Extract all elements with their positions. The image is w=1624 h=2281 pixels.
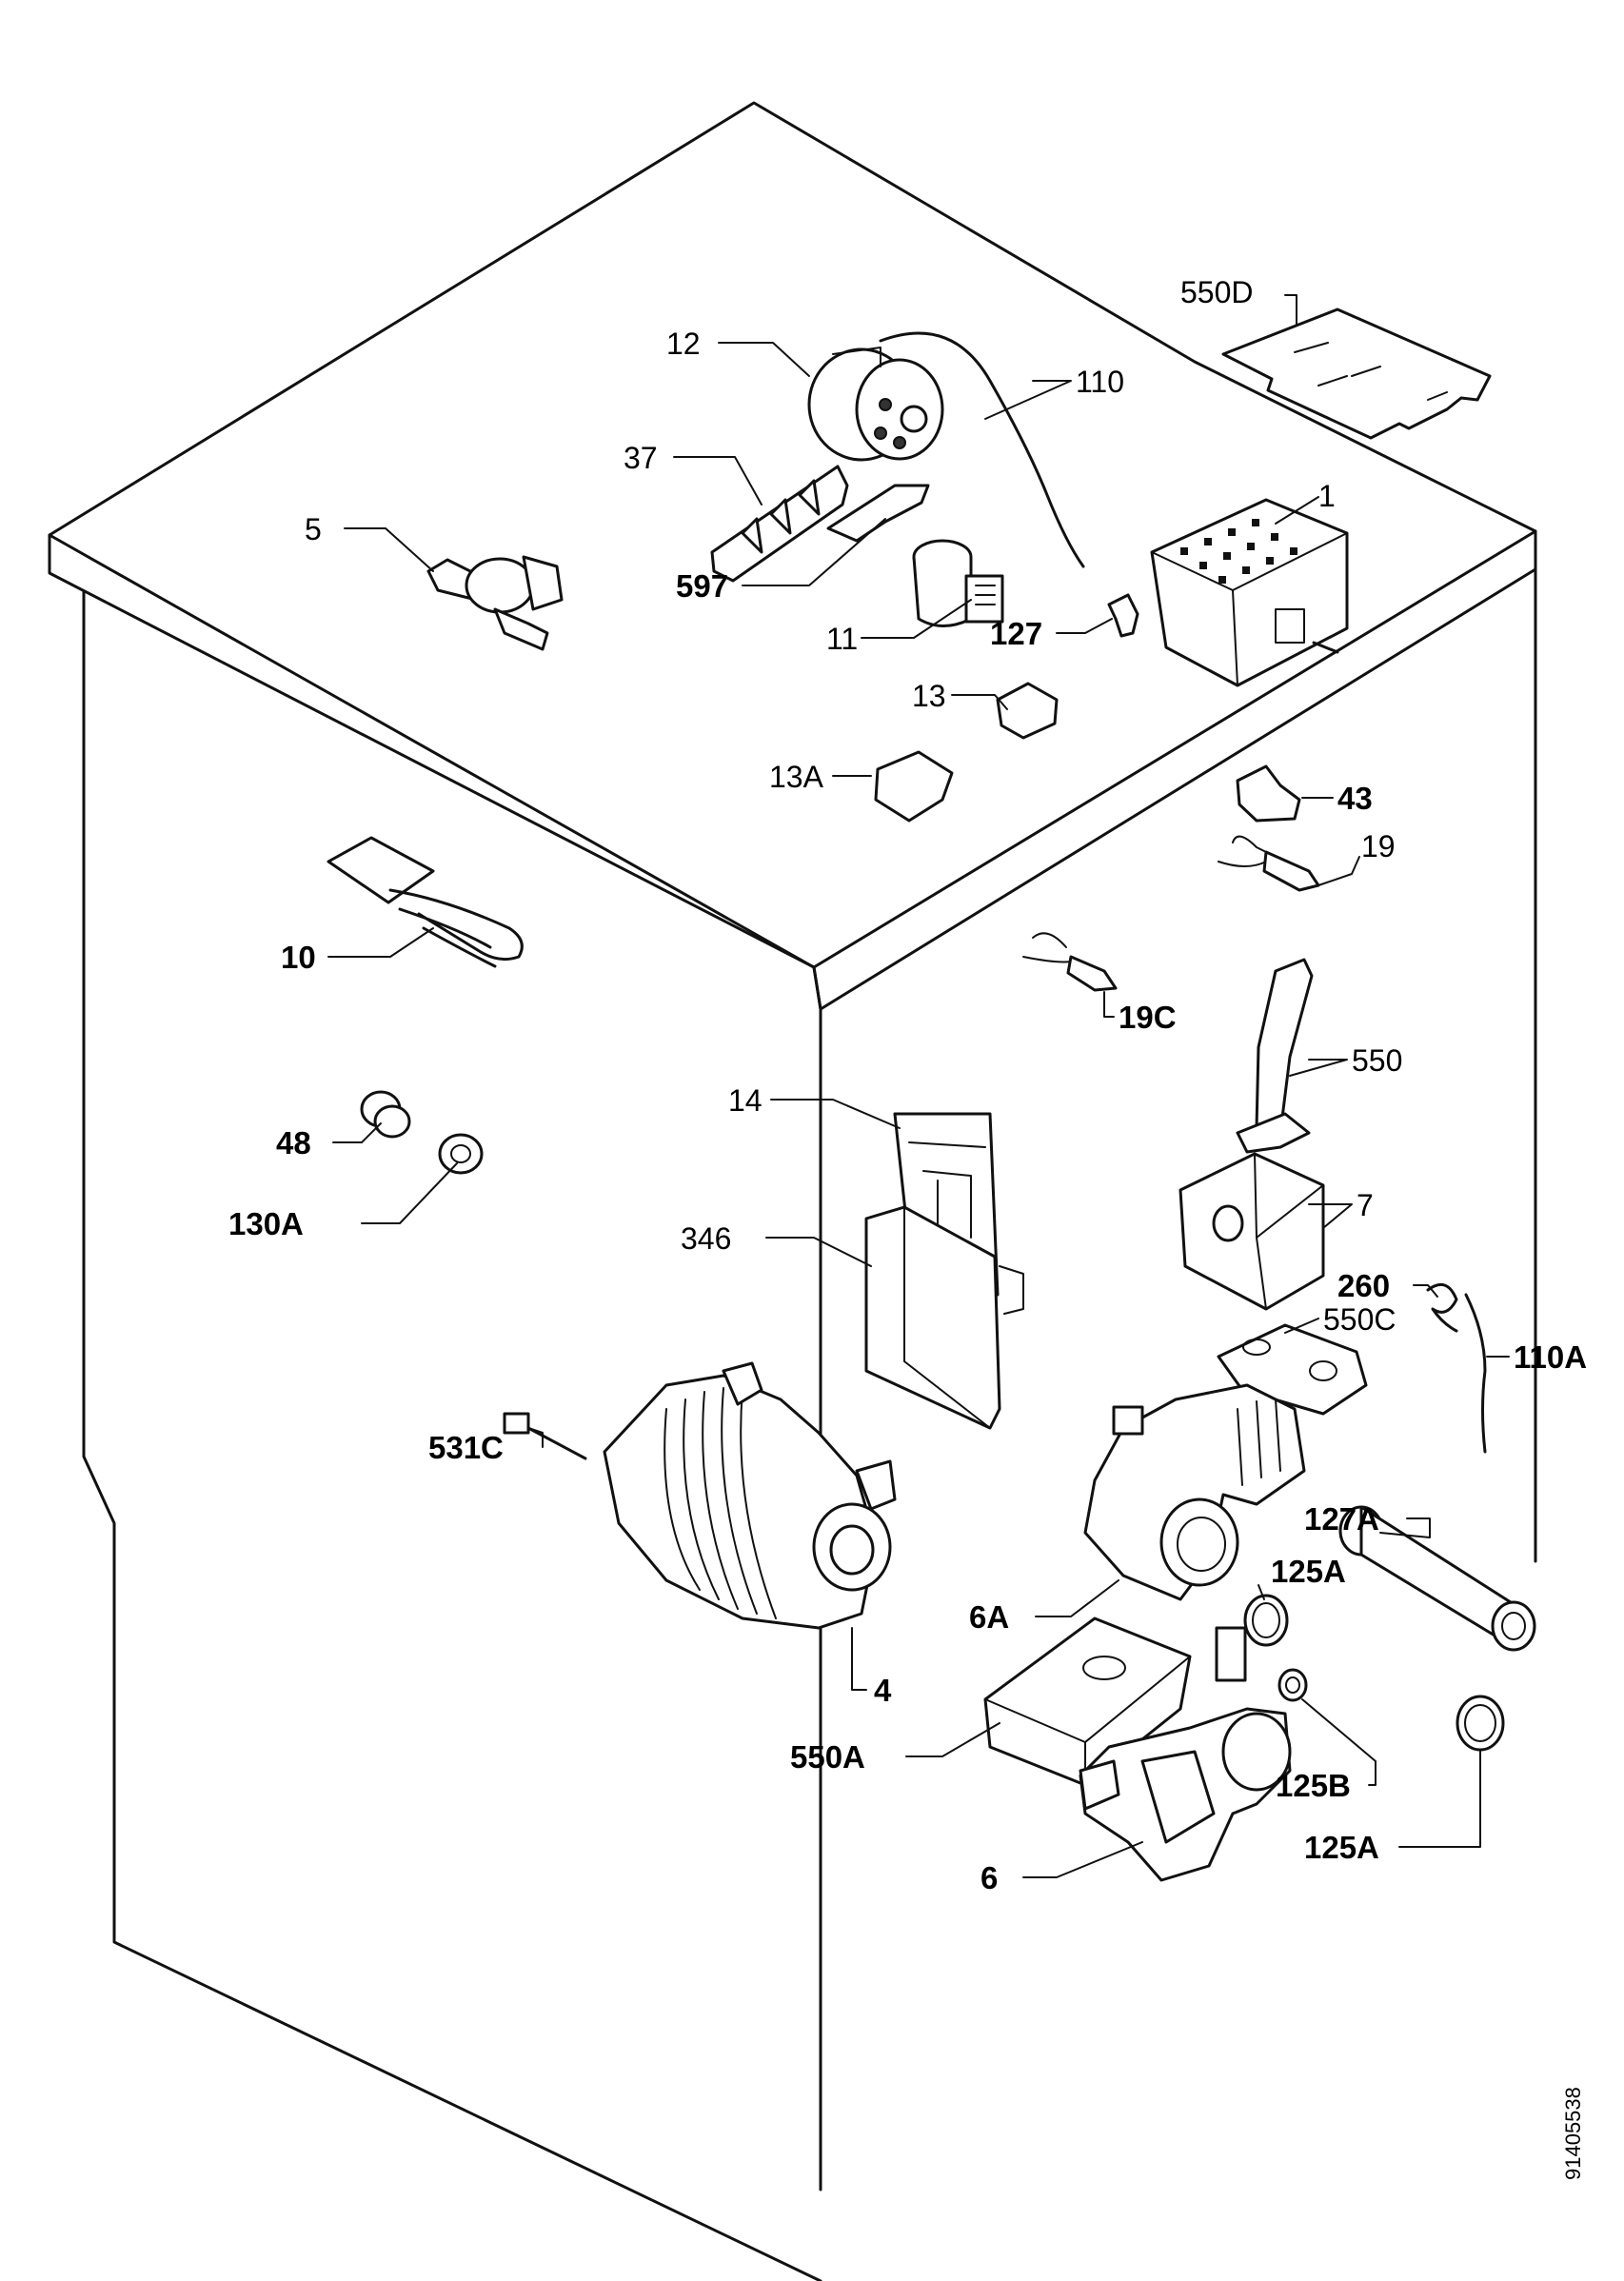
part-19C-sensor [1022,932,1118,992]
label-12: 12 [666,327,701,361]
part-127A-pipe [1338,1505,1536,1652]
part-550D-cover-plate [1221,307,1492,440]
label-13: 13 [912,679,946,713]
part-125B-ring [1277,1668,1308,1702]
label-19C: 19C [1119,1000,1177,1035]
part-260-spring [1426,1282,1458,1333]
document-number: 91405538 [1561,2087,1585,2180]
part-13-connector [996,682,1059,740]
label-48: 48 [276,1125,311,1160]
part-110A-hose [1464,1293,1487,1454]
part-48-button [360,1090,411,1139]
part-7-door-lock [1178,1112,1325,1311]
label-597: 597 [676,568,728,604]
part-19-sensor [1218,835,1320,892]
part-4-motor [603,1361,897,1630]
label-550: 550 [1352,1043,1402,1078]
part-12-pressure-switch [807,347,944,462]
label-110A: 110A [1514,1339,1587,1375]
label-110: 110 [1076,365,1124,399]
part-6A-pump [1083,1383,1306,1601]
part-6-drain-pump [1079,1626,1292,1882]
part-346-dispenser [864,1205,1024,1430]
label-127: 127 [990,616,1042,651]
label-37: 37 [624,441,658,475]
label-127A: 127A [1304,1501,1379,1537]
part-125A-gasket-lower [1456,1695,1505,1752]
label-125A-upper: 125A [1271,1554,1346,1589]
label-7: 7 [1357,1188,1374,1222]
part-130A-nut [438,1133,484,1175]
callout-labels: 550D 12 110 37 1 5 597 11 127 13 13A 43 … [228,275,1587,1895]
part-531C-screw [503,1412,587,1460]
label-19: 19 [1361,829,1396,863]
label-125A-lower: 125A [1304,1830,1379,1865]
part-11-capacitor [912,539,1004,627]
label-10: 10 [281,940,316,975]
label-550A: 550A [790,1739,865,1775]
label-531C: 531C [428,1430,504,1465]
label-1: 1 [1318,479,1336,513]
part-43-connector [1236,764,1301,823]
label-43: 43 [1337,781,1373,816]
label-4: 4 [874,1673,892,1708]
label-346: 346 [681,1221,731,1256]
part-550-bracket [1255,958,1314,1135]
part-597-clip [826,484,930,543]
label-13A: 13A [769,760,824,794]
part-1-programmer [1150,498,1349,687]
part-37-terminal-block [710,465,849,583]
label-550D: 550D [1180,275,1254,309]
label-130A: 130A [228,1206,304,1241]
part-10-heating-element [327,836,524,968]
label-5: 5 [305,512,322,546]
part-127-bolt [1107,593,1139,638]
label-6: 6 [980,1860,998,1895]
label-550C: 550C [1323,1302,1396,1337]
part-110-hose [879,331,1085,568]
label-14: 14 [728,1083,762,1118]
label-11: 11 [826,622,858,656]
part-5-inlet-valve [426,555,564,651]
label-6A: 6A [969,1599,1009,1635]
label-260: 260 [1337,1268,1390,1303]
leader-lines [327,294,1510,1878]
part-13A-connector [874,750,954,823]
label-125B: 125B [1276,1768,1351,1803]
part-125A-gasket-upper [1243,1594,1289,1647]
